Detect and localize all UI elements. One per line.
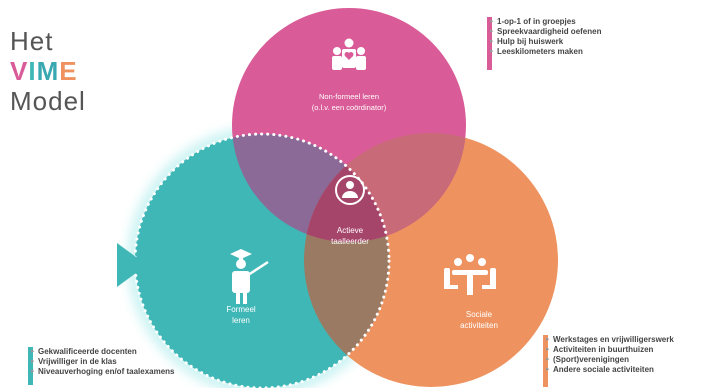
formeel-dotted-border bbox=[133, 132, 391, 388]
title-letter-e: E bbox=[59, 56, 78, 86]
list-non-formeel: 1-op-1 of in groepjes Spreekvaardigheid … bbox=[487, 17, 601, 70]
label-center-line1: Actieve bbox=[337, 226, 364, 235]
label-left-line1: Formeel bbox=[226, 305, 256, 314]
title-letter-m: M bbox=[36, 56, 60, 86]
person-icon bbox=[335, 175, 365, 205]
title-line-vime: VIME bbox=[10, 56, 86, 86]
label-center-line2: taalleerder bbox=[331, 237, 369, 246]
label-right-line1: Sociale bbox=[466, 310, 493, 319]
label-top-line2: (o.l.v. een coördinator) bbox=[312, 103, 387, 112]
overlap-nonformeel-sociaal bbox=[304, 133, 466, 242]
list-item: (Sport)verenigingen bbox=[546, 355, 674, 365]
title-letter-i: I bbox=[28, 56, 37, 86]
group-of-people-heart-icon bbox=[332, 38, 366, 70]
label-left-line2: leren bbox=[232, 316, 250, 325]
teal-pointer-arrow bbox=[117, 243, 147, 287]
list-item: Vrijwilliger in de klas bbox=[31, 357, 175, 367]
list-item: Niveauverhoging en/of taalexamens bbox=[31, 367, 174, 377]
list-item: Spreekvaardigheid oefenen bbox=[490, 27, 602, 37]
label-top-line1: Non-formeel leren bbox=[319, 92, 379, 101]
list-formeel: Gekwalificeerde docenten Vrijwilliger in… bbox=[28, 347, 175, 385]
teacher-graduate-icon bbox=[230, 249, 269, 304]
list-item: 1-op-1 of in groepjes bbox=[490, 17, 601, 27]
title-line-model: Model bbox=[10, 86, 86, 116]
title-line-het: Het bbox=[10, 26, 54, 56]
label-right-line2: activiteiten bbox=[460, 321, 498, 330]
overlap-formeel-nonformeel bbox=[232, 134, 389, 242]
list-item: Hulp bij huiswerk bbox=[490, 37, 601, 47]
list-sociaal: Werkstages en vrijwilligerswerk Activite… bbox=[543, 335, 674, 387]
list-item: Werkstages en vrijwilligerswerk bbox=[546, 335, 674, 345]
list-item: Activiteiten in buurthuizen bbox=[546, 345, 674, 355]
list-item: Leeskilometers maken bbox=[490, 47, 601, 57]
list-item: Gekwalificeerde docenten bbox=[31, 347, 175, 357]
list-item: Andere sociale activiteiten bbox=[546, 365, 674, 375]
title-letter-v: V bbox=[10, 56, 29, 86]
model-title: Het VIME Model bbox=[10, 26, 86, 116]
people-around-table-icon bbox=[444, 254, 496, 295]
